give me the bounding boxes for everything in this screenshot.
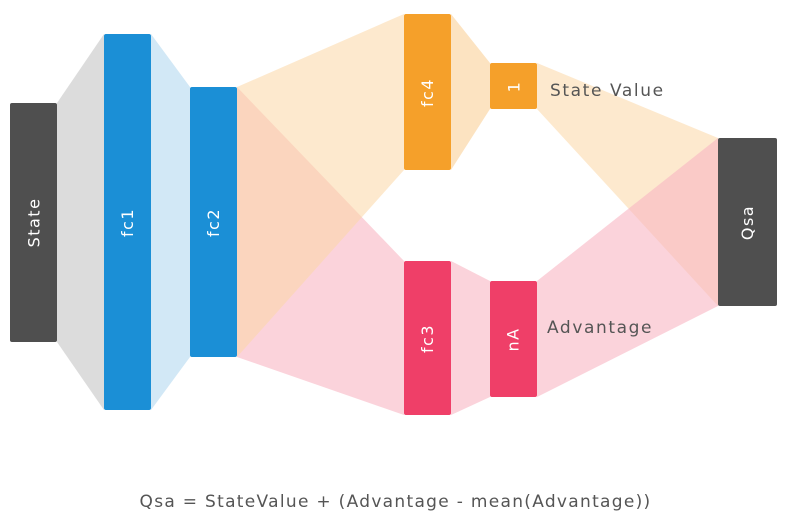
- state-label: State: [24, 197, 44, 248]
- fc3-block: fc3: [404, 261, 451, 415]
- fc1-block: fc1: [104, 34, 151, 410]
- qsa-block: Qsa: [718, 138, 777, 306]
- fc2-label: fc2: [203, 207, 223, 237]
- advantage-output-block: nA: [490, 281, 537, 397]
- connection-fc4-value: [451, 14, 490, 170]
- connection-fc3-advantage: [451, 261, 490, 415]
- fc4-block: fc4: [404, 14, 451, 170]
- advantage-label: Advantage: [547, 318, 654, 338]
- fc2-block: fc2: [190, 87, 237, 357]
- formula-caption: Qsa = StateValue + (Advantage - mean(Adv…: [139, 492, 652, 512]
- state-block: State: [10, 103, 57, 342]
- connection-fc2-fc4: [237, 14, 404, 357]
- state-value-output-block: 1: [490, 63, 537, 109]
- fc1-label: fc1: [117, 207, 137, 237]
- connection-state-fc1: [57, 34, 104, 410]
- qsa-label: Qsa: [737, 204, 757, 240]
- advantage-output-label: nA: [504, 326, 523, 352]
- state-value-output-label: 1: [504, 80, 523, 92]
- fc3-label: fc3: [417, 323, 437, 353]
- state-value-label: State Value: [550, 81, 665, 101]
- connection-fc1-fc2: [151, 34, 190, 410]
- fc4-label: fc4: [417, 77, 437, 107]
- connection-advantage-qsa: [537, 138, 718, 397]
